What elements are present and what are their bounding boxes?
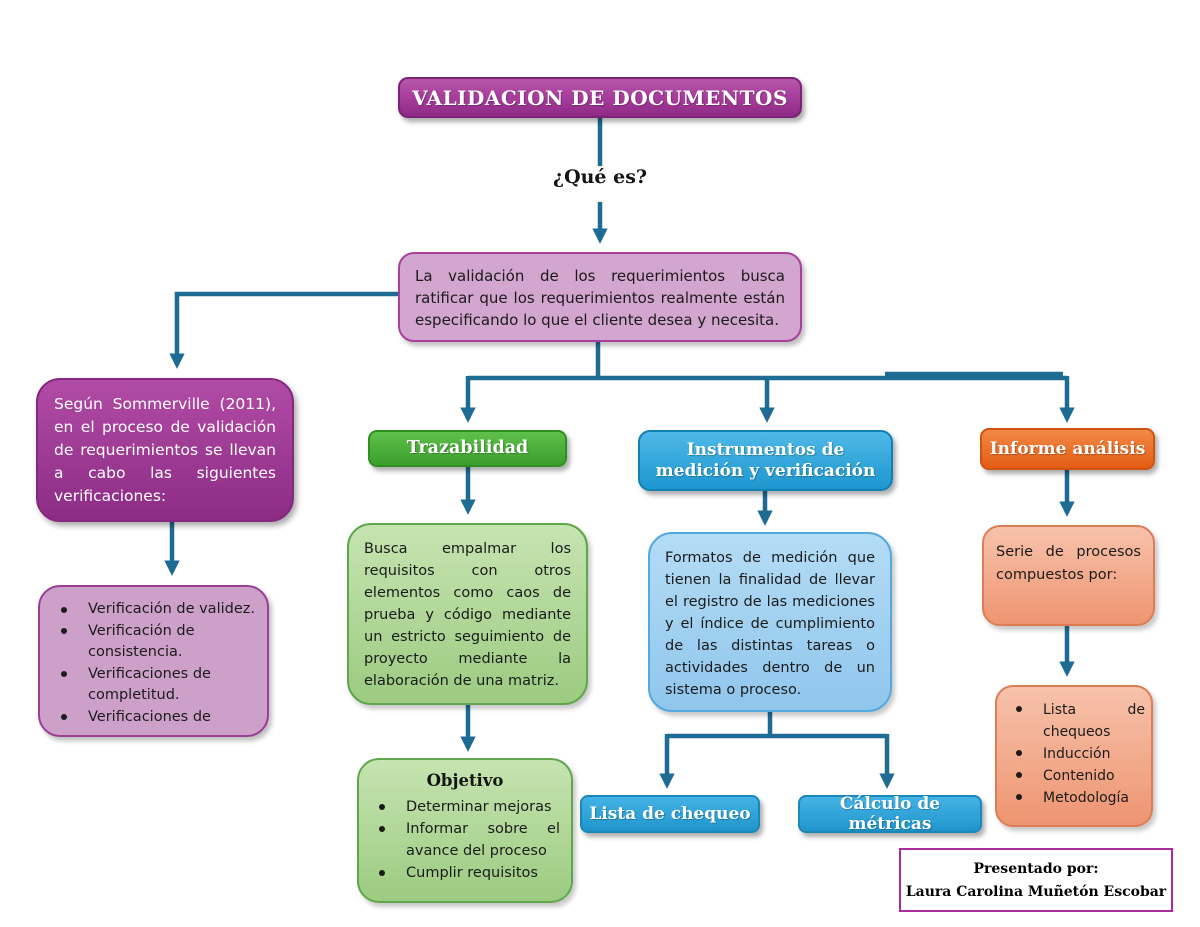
list-item: Cumplir requisitos [370,862,560,884]
objetivo-title: Objetivo [426,771,504,790]
objetivo-node: Objetivo Determinar mejoras Informar sob… [357,758,573,903]
informe-list-node: Lista de chequeos Inducción Contenido Me… [995,685,1153,827]
list-item: Lista de chequeos [1007,699,1145,743]
informe-header-node: Informe análisis [980,428,1155,470]
informe-list: Lista de chequeos Inducción Contenido Me… [1007,699,1145,809]
root-node-title: VALIDACION DE DOCUMENTOS [398,77,802,118]
trazabilidad-description-node: Busca empalmar los requisitos con otros … [347,523,588,705]
list-item: Contenido [1007,765,1145,787]
instrumentos-description-node: Formatos de medición que tienen la final… [648,532,892,712]
instrumentos-header-node: Instrumentos de medición y verificación [638,430,893,491]
trazabilidad-header-node: Trazabilidad [368,430,567,467]
list-item: Verificaciones de completitud. [52,664,259,707]
list-item: Inducción [1007,743,1145,765]
list-item: Verificaciones de [52,707,259,729]
list-item: Verificación de validez. [52,599,259,621]
presentado-author: Laura Carolina Muñetón Escobar [905,883,1167,900]
objetivo-list: Determinar mejoras Informar sobre el ava… [370,796,560,884]
list-item: Metodología [1007,787,1145,809]
presentado-label: Presentado por: [973,860,1099,877]
definition-node: La validación de los requerimientos busc… [398,252,802,342]
sommerville-node: Según Sommerville (2011), en el proceso … [36,378,294,522]
verificaciones-node: Verificación de validez. Verificación de… [38,585,269,737]
question-label: ¿Qué es? [552,166,648,188]
lista-chequeo-node: Lista de chequeo [580,795,760,833]
list-item: Informar sobre el avance del proceso [370,818,560,862]
list-item: Verificación de consistencia. [52,621,259,664]
presentado-box: Presentado por: Laura Carolina Muñetón E… [899,848,1173,912]
list-item: Determinar mejoras [370,796,560,818]
verificaciones-list: Verificación de validez. Verificación de… [52,599,259,728]
informe-description-node: Serie de procesos compuestos por: [982,525,1155,626]
calculo-metricas-node: Cálculo de métricas [798,794,982,834]
